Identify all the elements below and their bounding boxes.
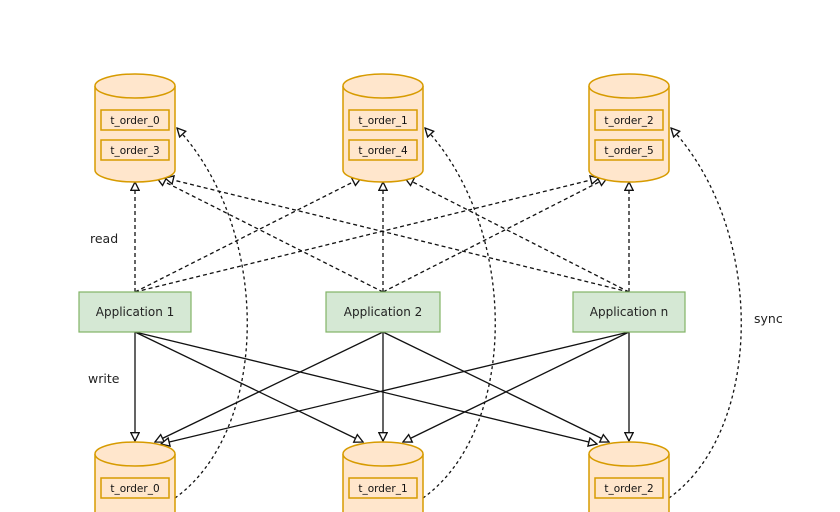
cylinder-top [342, 441, 424, 467]
application-node-3[interactable]: Application n [572, 291, 686, 333]
application-box [325, 291, 441, 333]
table-box [594, 139, 664, 161]
table-box [100, 477, 170, 499]
table-name: t_order_2 [604, 115, 653, 127]
top-database[interactable]: t_order_0 t_order_3 [94, 73, 176, 183]
sync-edge [668, 128, 742, 499]
write-edge [382, 331, 609, 442]
top-databases: t_order_0t_order_3t_order_1t_order_4t_or… [94, 73, 670, 183]
read-edge [165, 178, 630, 293]
sync-edges [174, 128, 742, 499]
write-edge [161, 331, 630, 444]
cylinder-top [588, 441, 670, 467]
cylinder-body [342, 86, 424, 183]
bottom-database[interactable]: t_order_2 [588, 441, 670, 512]
cylinder-body [94, 86, 176, 183]
top-database[interactable]: t_order_1 t_order_4 [342, 73, 424, 183]
table-name: t_order_2 [604, 483, 653, 495]
table-name: t_order_5 [604, 145, 653, 157]
table-box [100, 139, 170, 161]
read-edge [157, 178, 384, 293]
cylinder-top [94, 441, 176, 467]
table-name: t_order_0 [110, 115, 159, 127]
read-edge [134, 178, 361, 293]
application-box [78, 291, 192, 333]
table-name: t_order_1 [358, 115, 407, 127]
table-name: t_order_1 [358, 483, 407, 495]
table-name: t_order_0 [110, 483, 159, 495]
sync-edge [422, 128, 496, 499]
sync-label: sync [754, 311, 783, 326]
table-box [348, 109, 418, 131]
application-box [572, 291, 686, 333]
application-node-2[interactable]: Application 2 [325, 291, 441, 333]
application-label: Application 1 [96, 305, 175, 319]
cylinder-top [342, 73, 424, 99]
application-label: Application 2 [344, 305, 423, 319]
applications: Application 1 Application 2 Application n [78, 291, 686, 333]
table-box [348, 477, 418, 499]
bottom-databases: t_order_0 t_order_1 t_order_2 [94, 441, 670, 512]
write-edges [134, 331, 630, 444]
read-edge [382, 178, 607, 293]
cylinder-body [588, 86, 670, 183]
bottom-database[interactable]: t_order_0 [94, 441, 176, 512]
write-edge [403, 331, 630, 442]
read-label: read [90, 231, 118, 246]
application-label: Application n [590, 305, 668, 319]
read-edge [405, 178, 630, 293]
table-box [594, 109, 664, 131]
write-label: write [88, 371, 120, 386]
application-node-1[interactable]: Application 1 [78, 291, 192, 333]
read-edge [134, 178, 599, 293]
cylinder-top [94, 73, 176, 99]
top-database[interactable]: t_order_2 t_order_5 [588, 73, 670, 183]
table-box [100, 109, 170, 131]
write-edge [134, 331, 597, 444]
cylinder-top [588, 73, 670, 99]
table-box [594, 477, 664, 499]
write-edge [155, 331, 384, 442]
table-box [348, 139, 418, 161]
table-name: t_order_3 [110, 145, 159, 157]
bottom-database[interactable]: t_order_1 [342, 441, 424, 512]
table-name: t_order_4 [358, 145, 408, 157]
read-edges [134, 178, 630, 293]
sync-edge [174, 128, 248, 499]
write-edge [134, 331, 363, 442]
